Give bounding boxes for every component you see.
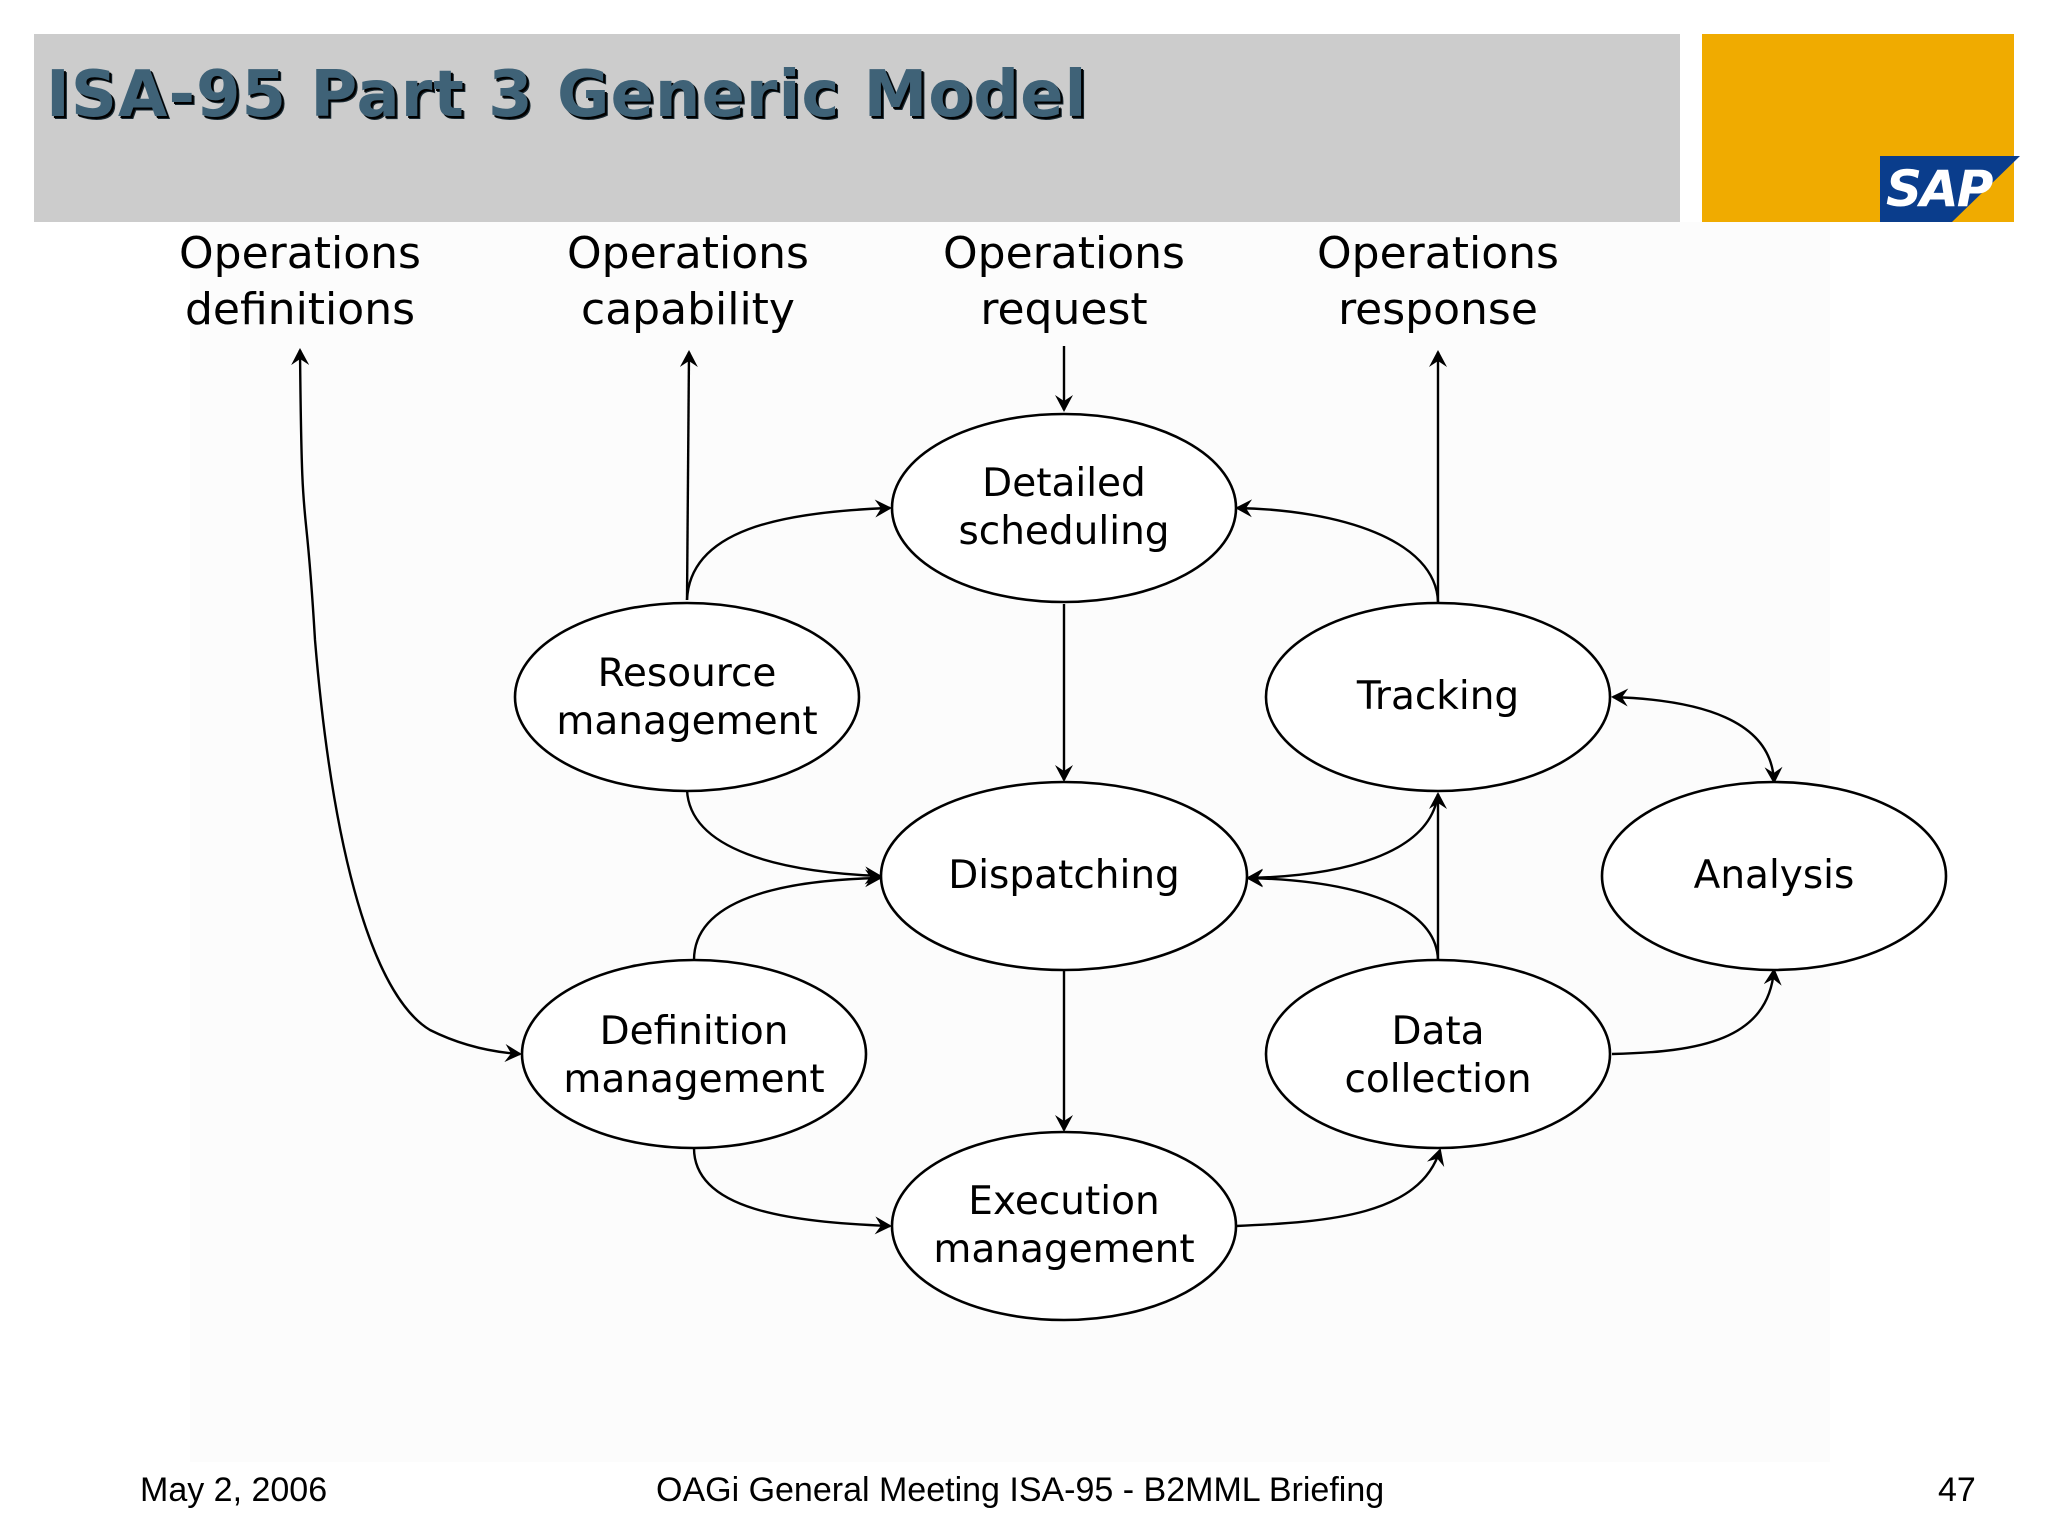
edge-resource-to-scheduling [685, 499, 892, 601]
edge-resource-to-capability [679, 350, 698, 601]
slide-title: ISA-95 Part 3 Generic Model [46, 58, 1088, 132]
label-operations-request: Operations request [943, 228, 1185, 335]
label-definition-management: Definition management [563, 1009, 825, 1102]
edge-data-to-analysis [1611, 968, 1782, 1056]
node-execution-management [890, 1130, 1238, 1322]
label-tracking: Tracking [1356, 674, 1520, 719]
sap-logo-text: SAP [1886, 160, 1993, 218]
label-operations-response: Operations response [1317, 228, 1559, 335]
edge-tracking-to-dispatching [1246, 793, 1440, 887]
title-bar [34, 34, 1680, 222]
node-dispatching [879, 780, 1249, 972]
label-operations-definitions: Operations definitions [179, 228, 421, 335]
label-resource-management: Resource management [556, 651, 818, 744]
label-analysis: Analysis [1693, 853, 1855, 898]
edge-definition-to-dispatching [692, 869, 882, 961]
footer-date: May 2, 2006 [140, 1471, 328, 1509]
label-execution-management: Execution management [933, 1179, 1195, 1272]
footer-center-text: OAGi General Meeting ISA-95 - B2MML Brie… [656, 1471, 1385, 1509]
node-definition-management [520, 958, 868, 1150]
label-dispatching: Dispatching [948, 853, 1180, 898]
edge-tracking-analysis [1611, 688, 1783, 784]
edge-data-to-dispatching [1246, 869, 1440, 961]
sap-logo [1880, 156, 2020, 222]
node-analysis [1600, 780, 1948, 972]
edge-resource-to-dispatching [685, 789, 882, 885]
node-resource-management [513, 601, 861, 793]
edge-tracking-to-scheduling [1235, 499, 1440, 603]
edge-definition-to-execution [692, 1147, 892, 1235]
edge-execution-to-data [1235, 1148, 1445, 1228]
label-data-collection: Data collection [1344, 1009, 1532, 1102]
footer-page-number: 47 [1938, 1471, 1976, 1509]
node-data-collection [1264, 958, 1612, 1150]
label-operations-capability: Operations capability [567, 228, 809, 335]
edge-definition-to-definitions [291, 348, 522, 1062]
node-tracking [1264, 601, 1612, 793]
node-detailed-scheduling [890, 412, 1238, 604]
label-detailed-scheduling: Detailed scheduling [958, 461, 1170, 554]
